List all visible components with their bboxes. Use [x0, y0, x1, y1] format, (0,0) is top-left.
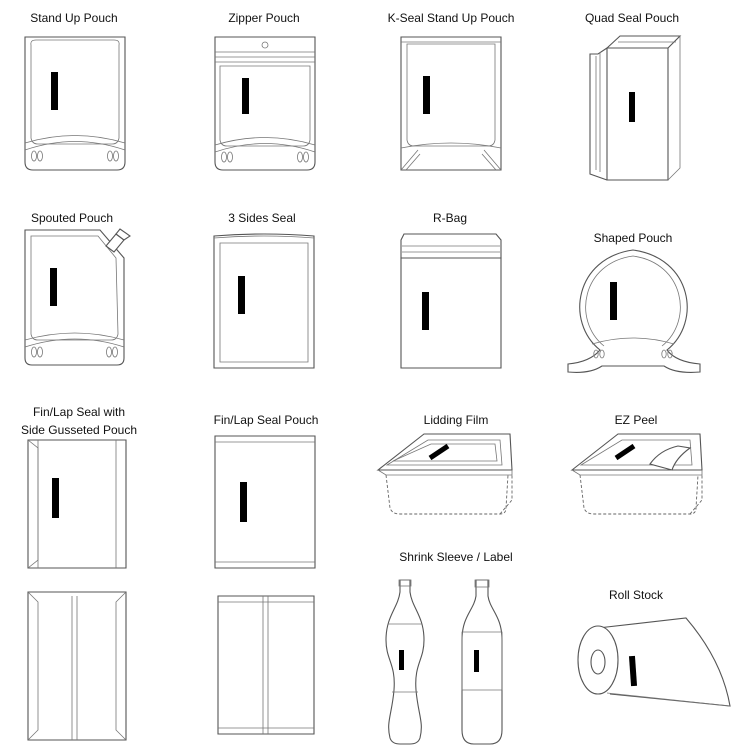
- side-gusseted-front-illustration: [27, 439, 127, 569]
- label-lidding-film: Lidding Film: [423, 413, 489, 427]
- k-seal-pouch-illustration: [400, 36, 502, 171]
- quad-seal-pouch-illustration: [589, 35, 682, 181]
- label-fin-lap-seal-pouch: Fin/Lap Seal Pouch: [213, 413, 319, 427]
- shaped-pouch-illustration: [567, 249, 701, 373]
- spouted-pouch-illustration: [24, 228, 131, 366]
- fin-lap-seal-front-illustration: [214, 435, 316, 569]
- label-shaped-pouch: Shaped Pouch: [593, 231, 673, 245]
- label-k-seal-stand-up-pouch: K-Seal Stand Up Pouch: [387, 11, 515, 25]
- ez-peel-illustration: [570, 433, 703, 515]
- label-stand-up-pouch: Stand Up Pouch: [30, 11, 118, 25]
- stand-up-pouch-illustration: [24, 36, 126, 171]
- label-roll-stock: Roll Stock: [608, 588, 664, 602]
- label-ez-peel: EZ Peel: [614, 413, 658, 427]
- straight-bottle-illustration: [461, 579, 503, 745]
- side-gusseted-back-illustration: [27, 591, 127, 741]
- zipper-pouch-illustration: [214, 36, 316, 171]
- roll-stock-illustration: [577, 617, 731, 707]
- lidding-film-illustration: [376, 433, 513, 515]
- label-zipper-pouch: Zipper Pouch: [228, 11, 300, 25]
- fin-lap-seal-back-illustration: [217, 595, 315, 735]
- label-shrink-sleeve: Shrink Sleeve / Label: [399, 550, 513, 564]
- label-spouted-pouch: Spouted Pouch: [30, 211, 114, 225]
- label-fin-lap-gusseted-line1: Fin/Lap Seal with: [32, 405, 126, 419]
- label-r-bag: R-Bag: [432, 211, 467, 225]
- three-sides-seal-illustration: [213, 233, 315, 369]
- contour-bottle-illustration: [385, 579, 425, 745]
- label-three-sides-seal: 3 Sides Seal: [228, 211, 296, 225]
- label-quad-seal-pouch: Quad Seal Pouch: [584, 11, 680, 25]
- label-fin-lap-gusseted-line2: Side Gusseted Pouch: [20, 423, 138, 437]
- r-bag-illustration: [400, 233, 502, 369]
